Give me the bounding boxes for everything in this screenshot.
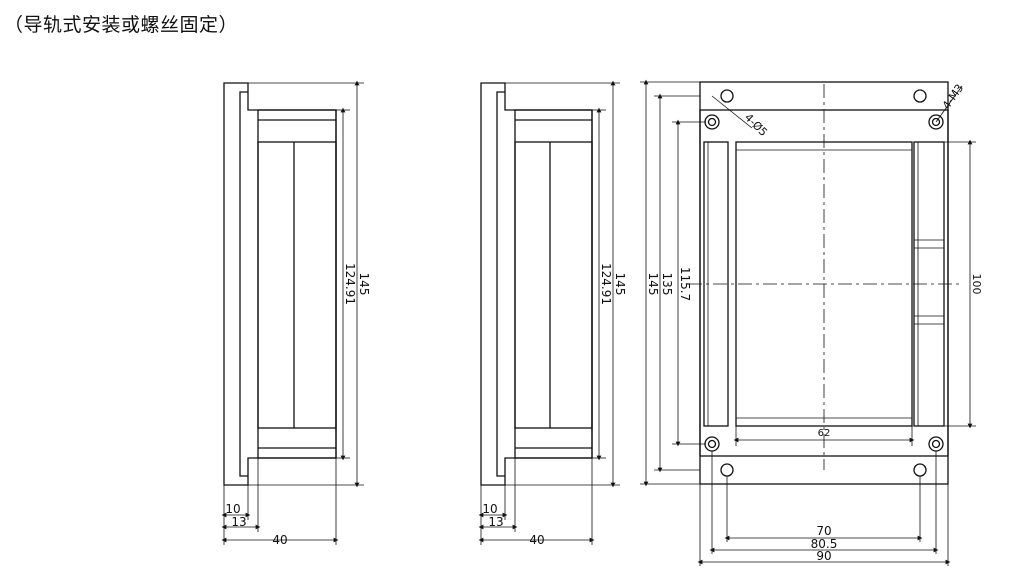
front-hole-callout-phi5: 4-Ø5 bbox=[742, 111, 770, 139]
front-dim-100: 100 bbox=[970, 274, 983, 295]
side-right-dim-40: 40 bbox=[529, 533, 544, 547]
caption-title: （导轨式安装或螺丝固定） bbox=[4, 14, 239, 36]
side-left-dim-124-91: 124.91 bbox=[343, 263, 357, 305]
side-right-dim-145: 145 bbox=[613, 273, 627, 296]
front-dim-90: 90 bbox=[816, 549, 831, 563]
side-right-dim-13: 13 bbox=[488, 515, 503, 529]
side-view-left bbox=[221, 80, 364, 545]
front-dim-135: 135 bbox=[660, 273, 674, 296]
side-right-dim-124-91: 124.91 bbox=[599, 263, 613, 305]
side-left-dim-10: 10 bbox=[225, 502, 240, 516]
side-left-dim-145: 145 bbox=[357, 273, 371, 296]
front-dim-145: 145 bbox=[646, 273, 660, 296]
front-view bbox=[640, 79, 976, 566]
side-left-dim-13: 13 bbox=[231, 515, 246, 529]
front-dim-70: 70 bbox=[816, 524, 831, 538]
front-dim-62: 62 bbox=[818, 428, 831, 439]
side-left-dim-40: 40 bbox=[272, 533, 287, 547]
front-dim-80-5: 80.5 bbox=[811, 537, 838, 551]
side-right-dim-10: 10 bbox=[482, 502, 497, 516]
front-dim-115-7: 115.7 bbox=[678, 267, 692, 301]
side-view-right bbox=[478, 80, 620, 545]
